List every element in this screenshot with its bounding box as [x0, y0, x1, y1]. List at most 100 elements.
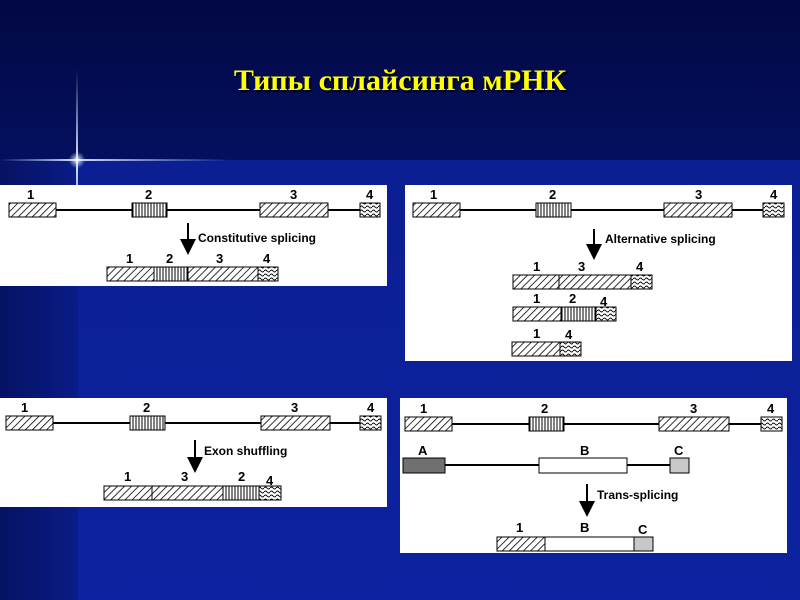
mrna-label-3: 3: [181, 469, 188, 484]
mrna-label-1: 1: [124, 469, 131, 484]
exon-A: [402, 457, 446, 474]
exon-label-1: 1: [420, 401, 427, 416]
gene-structure: 1 2 3 4: [5, 400, 382, 431]
shuffled-mrna: 1 3 2 4: [103, 469, 282, 501]
exon-1: [412, 202, 461, 218]
exon-label-1: 1: [430, 187, 437, 202]
exon-label-3: 3: [291, 400, 298, 415]
mrna-exon-C: [633, 536, 654, 552]
process-label: Exon shuffling: [204, 444, 287, 458]
trans-splicing-diagram: 1 2 3 4 A B C Trans-splicing 1 B C: [402, 401, 783, 552]
constitutive-splicing-diagram: 1 2 3 4 Constitutive splicing 1 2 3 4: [8, 187, 381, 282]
exon-4: [359, 415, 382, 431]
mrna-label-1: 1: [516, 520, 523, 535]
panel-alternative-splicing: 1 2 3 4 Alternative splicing 1 3 4 1 2 4…: [405, 185, 792, 361]
exon-label-1: 1: [21, 400, 28, 415]
mrna-exon-4: [258, 485, 282, 501]
slide-title: Типы сплайсинга мРНК: [233, 64, 567, 97]
mrna-exon-4: [630, 274, 653, 290]
exon-label-B: B: [580, 443, 589, 458]
trans-spliced-mrna: 1 B C: [496, 520, 654, 552]
exon-3: [663, 202, 733, 218]
exon-C: [669, 457, 690, 474]
mrna-label-2: 2: [166, 251, 173, 266]
mrna-exon-4: [595, 306, 617, 322]
exon-label-2: 2: [143, 400, 150, 415]
mrna-exon-2: [222, 485, 260, 501]
exon-label-2: 2: [145, 187, 152, 202]
exon-4: [359, 202, 381, 218]
mrna-exon-1: [512, 306, 562, 322]
gene-structure: 1 2 3 4: [404, 401, 783, 432]
isoform2-label-2: 2: [569, 291, 576, 306]
mrna-label-3: 3: [216, 251, 223, 266]
mrna-label-4: 4: [266, 473, 274, 488]
mrna-exon-B: [544, 536, 635, 552]
mrna-isoform-2: 1 2 4: [512, 291, 617, 322]
exon-2: [528, 416, 565, 432]
gene-structure: 1 2 3 4: [8, 187, 381, 218]
isoform3-label-1: 1: [533, 326, 540, 341]
light-flare-vertical: [76, 70, 78, 280]
mrna-exon-4: [559, 341, 582, 357]
exon-label-4: 4: [366, 187, 374, 202]
process-label: Alternative splicing: [605, 232, 716, 246]
exon-label-2: 2: [541, 401, 548, 416]
isoform1-label-4: 4: [636, 259, 644, 274]
exon-1: [404, 416, 453, 432]
isoform1-label-1: 1: [533, 259, 540, 274]
mrna-exon-1: [512, 274, 560, 290]
mrna-label-4: 4: [263, 251, 271, 266]
mrna-label-C: C: [638, 522, 648, 537]
mrna-exon-1: [103, 485, 153, 501]
exon-label-4: 4: [767, 401, 775, 416]
isoform2-label-4: 4: [600, 294, 608, 309]
exon-1: [5, 415, 54, 431]
mrna-exon-2: [153, 266, 189, 282]
process-label: Trans-splicing: [597, 488, 678, 502]
mrna-exon-3: [187, 266, 259, 282]
light-flare-center: [69, 152, 85, 168]
mrna-label-1: 1: [126, 251, 133, 266]
process-label: Constitutive splicing: [198, 231, 316, 245]
mrna-exon-1: [106, 266, 155, 282]
exon-label-3: 3: [690, 401, 697, 416]
isoform1-label-3: 3: [578, 259, 585, 274]
mrna-exon-2: [560, 306, 597, 322]
exon-1: [8, 202, 57, 218]
exon-label-4: 4: [770, 187, 778, 202]
light-flare-horizontal: [0, 159, 230, 161]
exon-2: [129, 415, 166, 431]
exon-4: [760, 416, 783, 432]
background-top: [0, 0, 800, 160]
mrna-exon-4: [257, 266, 279, 282]
mrna-isoform-3: 1 4: [511, 326, 582, 357]
isoform2-label-1: 1: [533, 291, 540, 306]
exon-3: [260, 415, 331, 431]
alternative-splicing-diagram: 1 2 3 4 Alternative splicing 1 3 4 1 2 4…: [412, 187, 785, 357]
exon-4: [762, 202, 785, 218]
panel-constitutive-splicing: 1 2 3 4 Constitutive splicing 1 2 3 4: [0, 185, 387, 286]
gene-structure: 1 2 3 4: [412, 187, 785, 218]
isoform3-label-4: 4: [565, 327, 573, 342]
exon-shuffling-diagram: 1 2 3 4 Exon shuffling 1 3 2 4: [5, 400, 382, 501]
mrna-exon-1: [496, 536, 546, 552]
exon-label-1: 1: [27, 187, 34, 202]
mrna-label-2: 2: [238, 469, 245, 484]
exon-3: [259, 202, 329, 218]
mature-mrna: 1 2 3 4: [106, 251, 279, 282]
mrna-exon-1: [511, 341, 561, 357]
mrna-exon-3: [151, 485, 224, 501]
panel-trans-splicing: 1 2 3 4 A B C Trans-splicing 1 B C: [400, 398, 787, 553]
second-gene-structure: A B C: [402, 443, 690, 474]
exon-2: [535, 202, 572, 218]
panel-exon-shuffling: 1 2 3 4 Exon shuffling 1 3 2 4: [0, 398, 387, 507]
exon-label-A: A: [418, 443, 428, 458]
exon-label-3: 3: [695, 187, 702, 202]
mrna-isoform-1: 1 3 4: [512, 259, 653, 290]
mrna-label-B: B: [580, 520, 589, 535]
exon-label-2: 2: [549, 187, 556, 202]
exon-label-C: C: [674, 443, 684, 458]
mrna-exon-3: [558, 274, 632, 290]
exon-B: [538, 457, 628, 474]
